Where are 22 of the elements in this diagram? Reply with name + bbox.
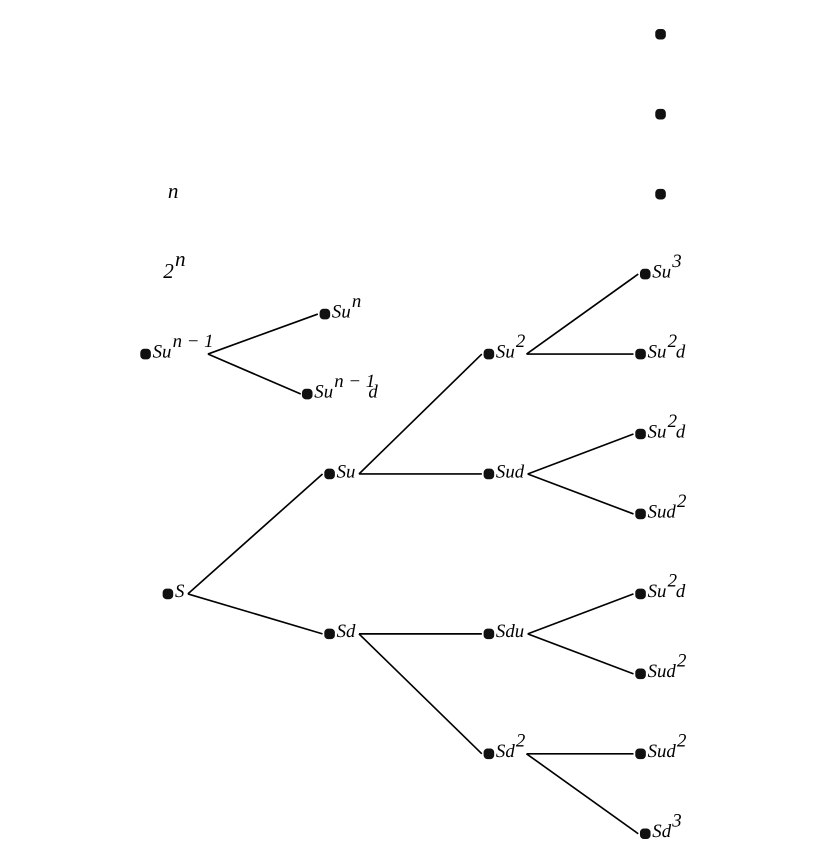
connector — [358, 633, 482, 754]
node-label: Sdu — [495, 621, 524, 642]
connector — [186, 473, 323, 595]
connector — [358, 473, 482, 475]
connector — [207, 313, 318, 355]
node-label: Sud — [495, 461, 524, 482]
connector — [526, 633, 634, 675]
connector — [526, 353, 633, 355]
connector — [187, 593, 322, 635]
connector — [526, 752, 633, 755]
connector — [526, 473, 634, 515]
label: n — [167, 179, 178, 204]
connector — [526, 753, 638, 834]
connector — [358, 633, 482, 635]
connector — [526, 433, 634, 475]
connector — [358, 353, 482, 475]
node-label: S — [174, 581, 184, 602]
node-label: Sd — [336, 621, 355, 642]
node-label: Su — [336, 461, 355, 482]
connector — [526, 273, 638, 355]
connector — [526, 593, 634, 635]
connector — [207, 353, 301, 395]
